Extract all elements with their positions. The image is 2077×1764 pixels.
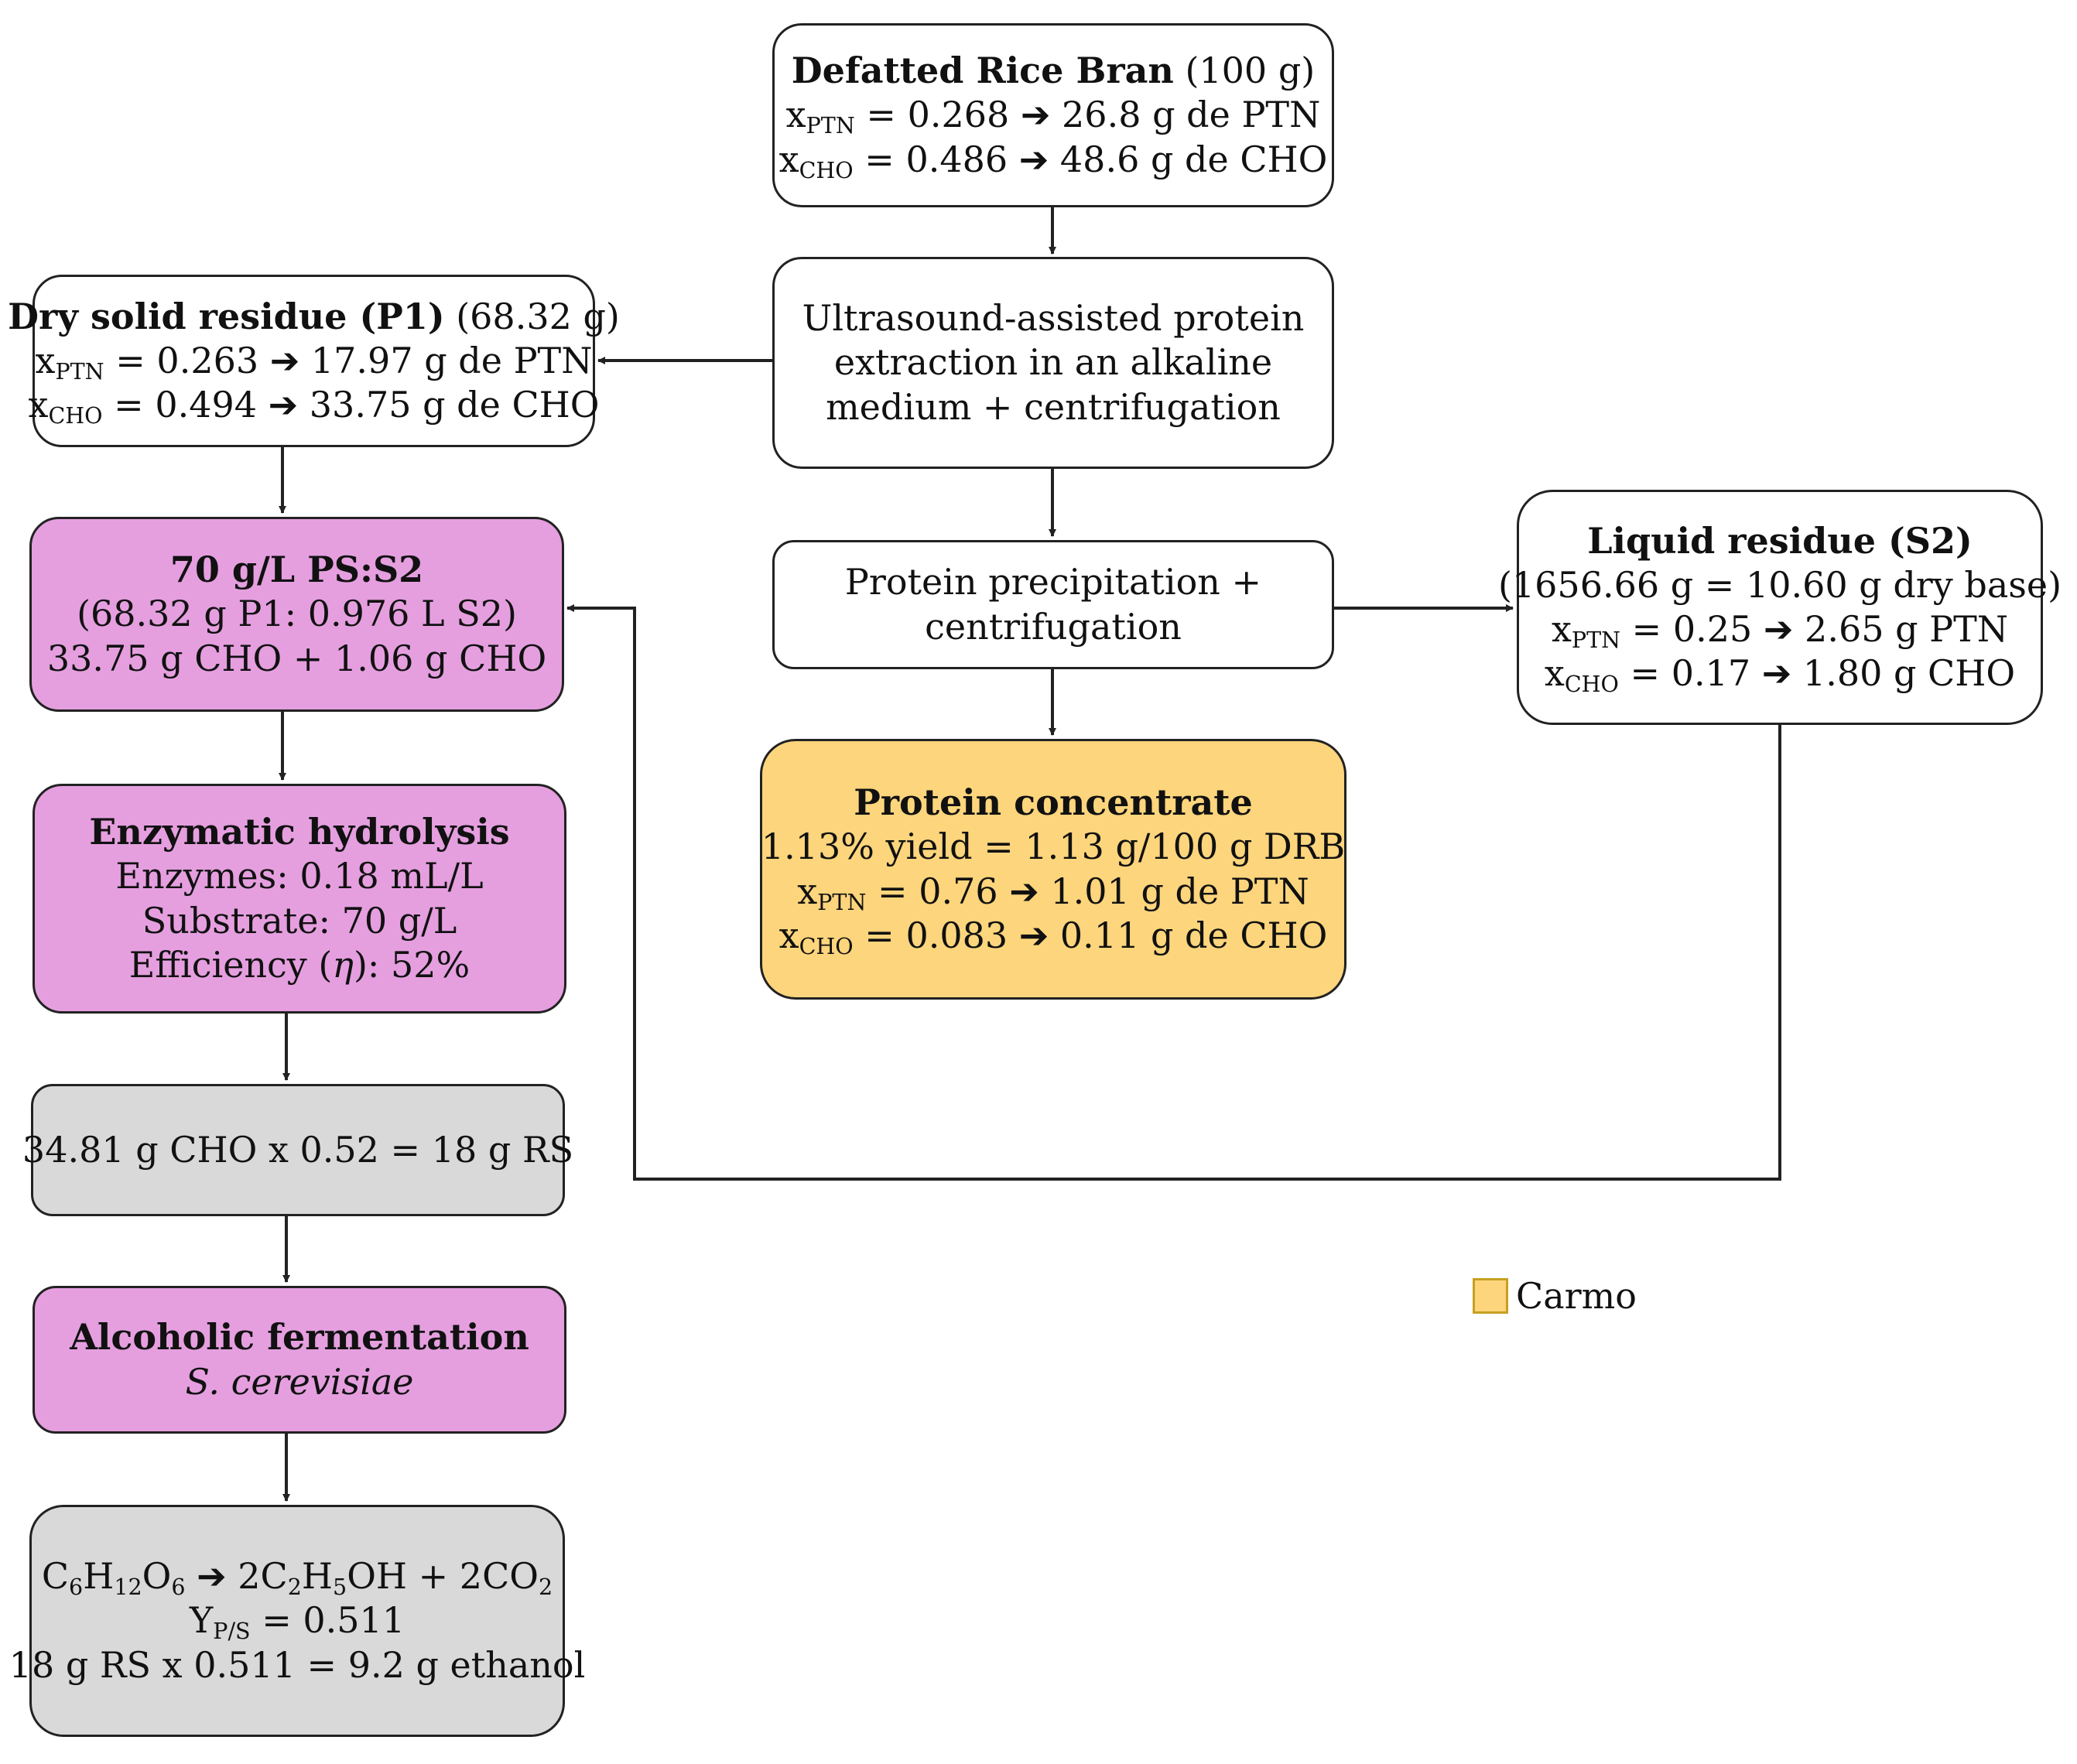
concentrate-cho-subscript: CHO (799, 933, 854, 959)
concentrate-title: Protein concentrate (854, 781, 1253, 825)
s2-ptn-value: = 0.25 ➔ 2.65 g PTN (1620, 608, 2009, 650)
equation-subscript: 12 (114, 1574, 142, 1601)
equation-subscript: 5 (333, 1574, 347, 1601)
drb-ptn-value: = 0.268 ➔ 26.8 g de PTN (854, 94, 1321, 136)
precip-line-1: Protein precipitation + (844, 561, 1262, 603)
p1-ptn-symbol: x (35, 339, 56, 381)
hydrolysis-efficiency-line: Efficiency (η): 52% (129, 943, 470, 987)
ps-title: 70 g/L PS:S2 (170, 548, 423, 592)
fermentation-equation: C6H12O6 ➔ 2C2H5OH + 2CO2 (42, 1554, 553, 1598)
ps-ratio-line: (68.32 g P1: 0.976 L S2) (77, 593, 517, 635)
drb-title-line: Defatted Rice Bran (100 g) (792, 49, 1315, 93)
concentrate-ptn-value: = 0.76 ➔ 1.01 g de PTN (866, 870, 1309, 912)
yield-subscript: P/S (213, 1619, 251, 1645)
p1-title: Dry solid residue (P1) (8, 295, 445, 337)
drb-title-suffix: (100 g) (1173, 50, 1316, 92)
s2-cho-subscript: CHO (1564, 672, 1619, 698)
concentrate-ptn-subscript: PTN (817, 889, 867, 915)
drb-cho-subscript: CHO (799, 157, 854, 183)
legend-swatch-yellow (1473, 1278, 1508, 1314)
legend: Carmo (1473, 1275, 1637, 1317)
fermentation-title: Alcoholic fermentation (70, 1315, 529, 1359)
equation-subscript: 2 (538, 1574, 553, 1601)
equation-subscript: 2 (287, 1574, 302, 1601)
ps-cho-line: 33.75 g CHO + 1.06 g CHO (46, 637, 547, 679)
concentrate-cho-symbol: x (778, 914, 799, 956)
eta-symbol: η (332, 943, 354, 986)
equation-text: ➔ 2C (185, 1555, 288, 1598)
efficiency-label: Efficiency ( (128, 943, 333, 986)
protein-concentrate-box: Protein concentrate 1.13% yield = 1.13 g… (760, 739, 1346, 1000)
ethanol-calculation: 18 g RS x 0.511 = 9.2 g ethanol (9, 1643, 586, 1686)
drb-ptn-line: xPTN = 0.268 ➔ 26.8 g de PTN (786, 93, 1321, 137)
alcoholic-fermentation-box: Alcoholic fermentation S. cerevisiae (33, 1286, 566, 1434)
drb-ptn-symbol: x (785, 94, 806, 136)
fermentation-title-text: Alcoholic fermentation (70, 1316, 529, 1359)
hydrolysis-enzymes-line: Enzymes: 0.18 mL/L (115, 855, 484, 897)
drb-ptn-subscript: PTN (806, 113, 855, 139)
equation-subscript: 6 (171, 1574, 186, 1601)
concentrate-title-text: Protein concentrate (854, 781, 1253, 824)
equation-subscript: 6 (69, 1574, 84, 1601)
s2-ptn-line: xPTN = 0.25 ➔ 2.65 g PTN (1552, 607, 2008, 651)
ultrasound-line-1: Ultrasound-assisted protein (802, 297, 1305, 340)
s2-mass-line: (1656.66 g = 10.60 g dry base) (1497, 563, 2062, 606)
p1-title-suffix: (68.32 g) (444, 295, 620, 337)
drb-cho-line: xCHO = 0.486 ➔ 48.6 g de CHO (779, 138, 1328, 182)
ps-title-text: 70 g/L PS:S2 (169, 549, 424, 591)
s2-cho-value: = 0.17 ➔ 1.80 g CHO (1618, 652, 2016, 695)
equation-text: C (41, 1555, 70, 1598)
precip-line-2: centrifugation (925, 605, 1182, 648)
p1-cho-subscript: CHO (48, 403, 103, 429)
fermentation-organism: S. cerevisiae (185, 1360, 414, 1403)
concentrate-cho-value: = 0.083 ➔ 0.11 g de CHO (853, 914, 1328, 956)
s2-title: Liquid residue (S2) (1587, 519, 1973, 563)
reducing-sugars-box: 34.81 g CHO x 0.52 = 18 g RS (22, 1084, 573, 1216)
equation-text: OH + 2CO (347, 1555, 539, 1598)
efficiency-value: ): 52% (353, 943, 470, 986)
ps-s2-substrate-box: 70 g/L PS:S2 (68.32 g P1: 0.976 L S2) 33… (29, 517, 564, 712)
legend-label: Carmo (1516, 1275, 1637, 1317)
protein-precipitation-box: Protein precipitation + centrifugation (772, 540, 1334, 669)
p1-cho-value: = 0.494 ➔ 33.75 g de CHO (102, 384, 600, 426)
yield-value: = 0.511 (250, 1599, 405, 1642)
yield-symbol: Y (189, 1599, 214, 1642)
s2-title-text: Liquid residue (S2) (1587, 519, 1973, 562)
arrow-s2-recycle-to-ps (566, 604, 1781, 1181)
drb-cho-symbol: x (778, 138, 799, 180)
dry-solid-residue-box: Dry solid residue (P1) (68.32 g) xPTN = … (8, 275, 620, 447)
enzymatic-hydrolysis-box: Enzymatic hydrolysis Enzymes: 0.18 mL/L … (33, 784, 566, 1014)
ultrasound-extraction-box: Ultrasound-assisted protein extraction i… (772, 257, 1334, 469)
p1-title-line: Dry solid residue (P1) (68.32 g) (8, 295, 620, 339)
p1-cho-line: xCHO = 0.494 ➔ 33.75 g de CHO (29, 383, 600, 427)
p1-cho-symbol: x (28, 384, 49, 426)
concentrate-yield-line: 1.13% yield = 1.13 g/100 g DRB (761, 826, 1346, 868)
equation-text: O (142, 1555, 172, 1598)
ultrasound-line-2: extraction in an alkaline (833, 341, 1273, 384)
p1-ptn-line: xPTN = 0.263 ➔ 17.97 g de PTN (36, 339, 593, 383)
ultrasound-line-3: medium + centrifugation (826, 385, 1281, 428)
concentrate-ptn-symbol: x (797, 870, 818, 912)
hydrolysis-title-text: Enzymatic hydrolysis (89, 811, 510, 853)
hydrolysis-substrate-line: Substrate: 70 g/L (142, 899, 457, 942)
drb-cho-value: = 0.486 ➔ 48.6 g de CHO (853, 138, 1328, 180)
s2-ptn-symbol: x (1551, 608, 1572, 650)
equation-text: H (83, 1555, 115, 1598)
hydrolysis-title: Enzymatic hydrolysis (89, 810, 509, 854)
p1-ptn-subscript: PTN (55, 358, 104, 385)
rs-calculation: 34.81 g CHO x 0.52 = 18 g RS (22, 1128, 574, 1171)
p1-ptn-value: = 0.263 ➔ 17.97 g de PTN (104, 339, 593, 381)
liquid-residue-box: Liquid residue (S2) (1656.66 g = 10.60 g… (1498, 490, 2062, 725)
s2-cho-symbol: x (1544, 652, 1565, 695)
defatted-rice-bran-box: Defatted Rice Bran (100 g) xPTN = 0.268 … (772, 23, 1334, 207)
concentrate-cho-line: xCHO = 0.083 ➔ 0.11 g de CHO (779, 914, 1328, 958)
yield-coefficient-line: YP/S = 0.511 (190, 1598, 405, 1643)
equation-text: H (301, 1555, 334, 1598)
drb-title: Defatted Rice Bran (791, 50, 1174, 92)
concentrate-ptn-line: xPTN = 0.76 ➔ 1.01 g de PTN (797, 870, 1309, 914)
s2-ptn-subscript: PTN (1571, 627, 1621, 653)
ethanol-reaction-box: C6H12O6 ➔ 2C2H5OH + 2CO2 YP/S = 0.511 18… (9, 1505, 585, 1737)
s2-cho-line: xCHO = 0.17 ➔ 1.80 g CHO (1545, 651, 2015, 696)
